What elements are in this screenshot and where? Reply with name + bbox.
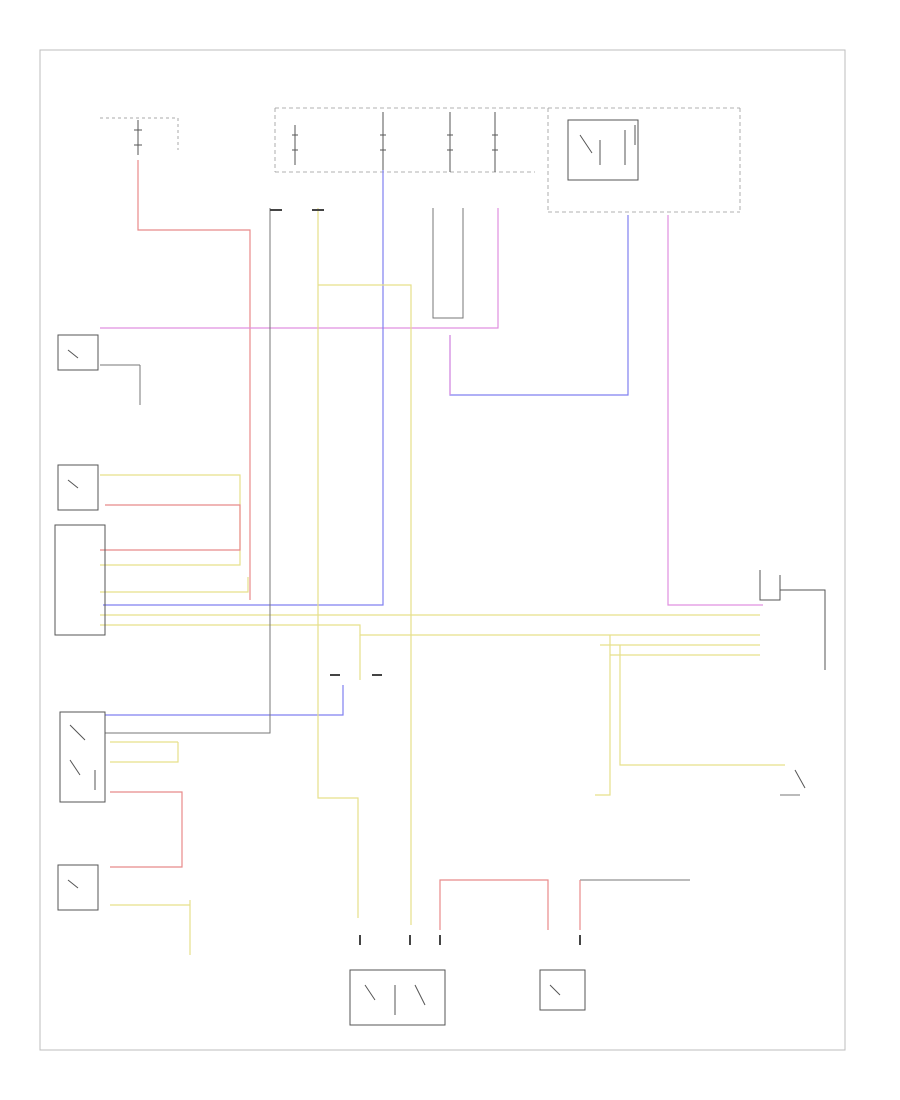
- module-left: [54, 524, 106, 636]
- diagram-border: [39, 49, 846, 1051]
- connector-marks: [270, 209, 581, 945]
- wire-black-misc: [100, 208, 800, 881]
- wire-yellow-runs: [100, 208, 785, 955]
- fuse-top-left: [100, 117, 179, 155]
- wire-pink-right: [667, 215, 763, 606]
- connector-right: [759, 570, 826, 670]
- switch-lower-right: [794, 769, 806, 789]
- relay-top-right: [567, 119, 639, 181]
- power-distribution-box: [274, 107, 741, 213]
- switch-lower-left: [57, 864, 99, 911]
- fuse-group: [292, 112, 498, 172]
- wire-red-lower: [100, 504, 581, 930]
- relay-bottom-center: [349, 969, 446, 1026]
- wire-pink-top: [100, 208, 499, 329]
- wire-blue-center: [103, 170, 629, 716]
- wire-red-left: [137, 160, 251, 600]
- relay-bottom-right: [539, 969, 586, 1011]
- switch-upper-left: [57, 334, 99, 371]
- switch-mid-left: [57, 464, 99, 511]
- relay-left: [59, 711, 106, 803]
